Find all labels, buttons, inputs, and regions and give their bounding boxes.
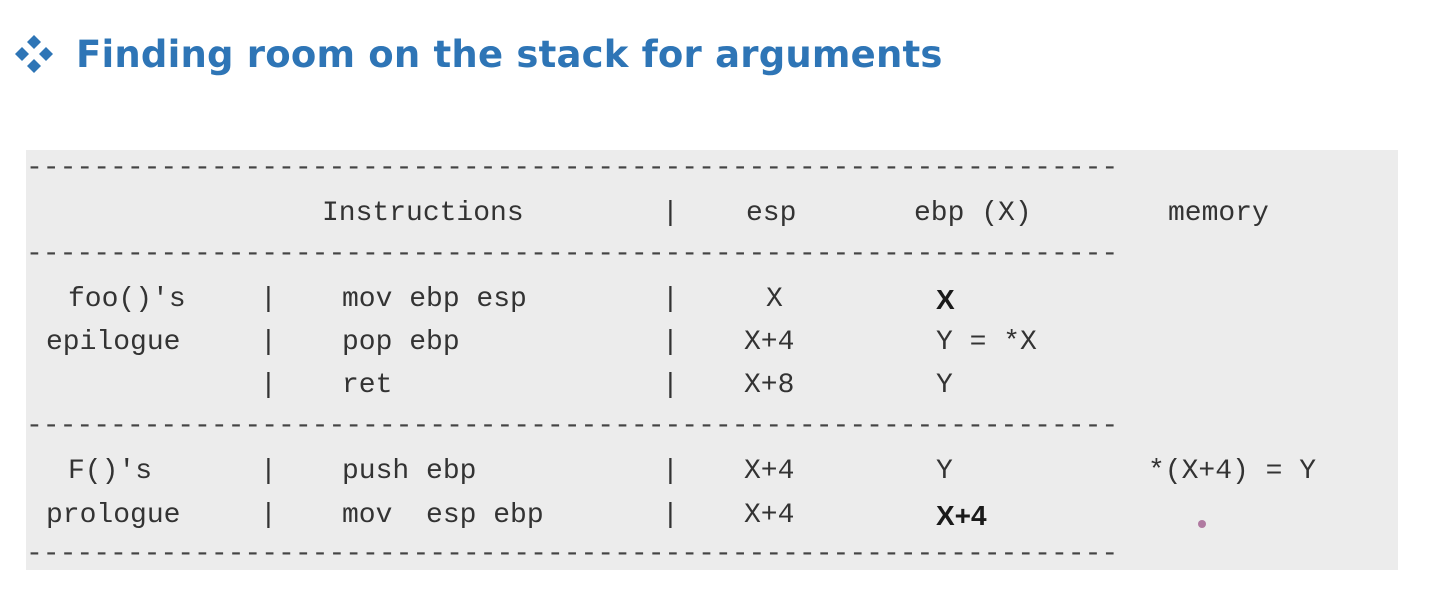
row-divider: | xyxy=(662,370,679,401)
instruction: mov esp ebp xyxy=(342,500,544,531)
esp-value: X+4 xyxy=(744,327,795,358)
row-divider: | xyxy=(260,284,277,315)
ebp-value: X+4 xyxy=(936,500,987,531)
table-row: prologue | mov esp ebp | X+4 X+4 xyxy=(26,496,987,536)
table-row: | ret | X+8 Y xyxy=(26,366,953,406)
row-divider: | xyxy=(662,284,679,315)
ebp-value: Y xyxy=(936,370,953,401)
table-separator: ----------------------------------------… xyxy=(26,540,1119,570)
row-divider: | xyxy=(260,370,277,401)
diamond-bullet-icon xyxy=(15,35,53,73)
page-title: Finding room on the stack for arguments xyxy=(76,32,943,76)
ebp-value: X xyxy=(936,284,955,315)
esp-value: X+4 xyxy=(744,456,795,487)
table-row: F()'s | push ebp | X+4 Y *(X+4) = Y xyxy=(26,452,1316,492)
row-divider: | xyxy=(662,327,679,358)
table-row: epilogue | pop ebp | X+4 Y = *X xyxy=(26,323,1037,363)
row-divider: | xyxy=(260,456,277,487)
slide-title: Finding room on the stack for arguments xyxy=(14,26,943,82)
header-instructions: Instructions xyxy=(322,198,524,229)
cursor-dot xyxy=(1198,520,1206,528)
section-label: prologue xyxy=(46,500,181,531)
header-ebp: ebp (X) xyxy=(914,198,1032,229)
stack-trace-table: ----------------------------------------… xyxy=(26,150,1398,570)
esp-value: X+4 xyxy=(744,500,795,531)
row-divider: | xyxy=(662,500,679,531)
table-row: foo()'s | mov ebp esp | X X xyxy=(26,280,955,320)
esp-value: X xyxy=(766,284,783,315)
row-divider: | xyxy=(260,327,277,358)
table-header-row: Instructions | esp ebp (X) memory xyxy=(26,194,1269,234)
header-esp: esp xyxy=(746,198,797,229)
esp-value: X+8 xyxy=(744,370,795,401)
section-label: foo()'s xyxy=(68,284,186,315)
ebp-value: Y xyxy=(936,456,953,487)
table-separator: ----------------------------------------… xyxy=(26,240,1119,270)
instruction: push ebp xyxy=(342,456,477,487)
instruction: ret xyxy=(342,370,393,401)
ebp-value: Y = *X xyxy=(936,327,1037,358)
instruction: mov ebp esp xyxy=(342,284,527,315)
header-memory: memory xyxy=(1168,198,1269,229)
table-separator: ----------------------------------------… xyxy=(26,412,1119,442)
row-divider: | xyxy=(260,500,277,531)
table-separator: ----------------------------------------… xyxy=(26,154,1119,184)
section-label: epilogue xyxy=(46,327,181,358)
header-divider: | xyxy=(662,198,679,229)
memory-value: *(X+4) = Y xyxy=(1148,456,1317,487)
instruction: pop ebp xyxy=(342,327,460,358)
row-divider: | xyxy=(662,456,679,487)
section-label: F()'s xyxy=(68,456,153,487)
